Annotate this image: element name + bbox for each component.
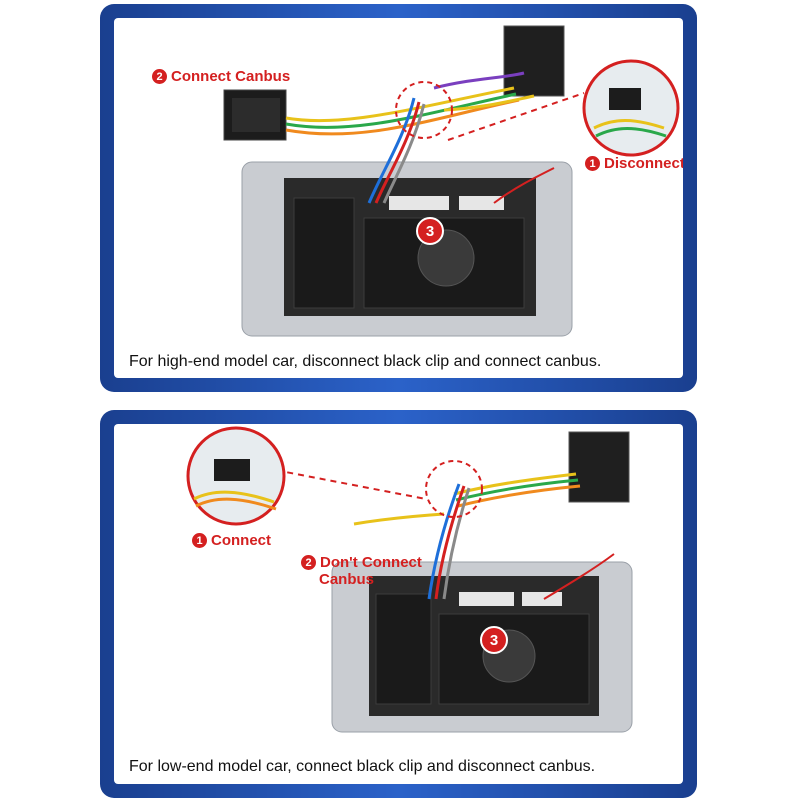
step-3-badge: 3 (480, 626, 508, 654)
wire-harness (285, 71, 555, 204)
label-text: Disconnect (604, 155, 683, 172)
wire-harness (353, 472, 615, 600)
iso-plug (568, 431, 630, 503)
step-3-badge: 3 (416, 217, 444, 245)
step-number-badge: 2 (152, 69, 167, 84)
step-number-badge: 1 (585, 156, 600, 171)
connector-white-1 (389, 196, 449, 210)
caption-high-end: For high-end model car, disconnect black… (129, 353, 602, 370)
label-dont-connect-canbus: 2 Don't Connect Canbus (301, 554, 422, 588)
label-connect: 1 Connect (192, 532, 271, 549)
highlight-circle (425, 460, 483, 518)
top-panel-content: 2 Connect Canbus 1 Disconnect 3 For high… (114, 18, 683, 378)
step-number-badge: 1 (192, 533, 207, 548)
label-text-line-2: Canbus (319, 571, 375, 588)
connector-white-1 (459, 592, 514, 606)
connector-white-2 (459, 196, 504, 210)
label-text: Don't Connect (320, 554, 422, 571)
bottom-wiring-photo (186, 426, 633, 733)
caption-low-end: For low-end model car, connect black cli… (129, 758, 596, 775)
top-wiring-photo (223, 25, 680, 337)
connector-white-2 (522, 592, 562, 606)
label-connect-canbus: 2 Connect Canbus (152, 68, 290, 85)
top-instruction-panel: 2 Connect Canbus 1 Disconnect 3 For high… (100, 4, 697, 392)
label-disconnect: 1 Disconnect (585, 155, 683, 172)
highlight-circle (395, 81, 453, 139)
label-text: Connect (211, 532, 271, 549)
iso-plug (503, 25, 565, 97)
bottom-panel-content: 1 Connect 2 Don't Connect Canbus 3 For l… (114, 424, 683, 784)
label-text: Connect Canbus (171, 68, 291, 85)
bottom-instruction-panel: 1 Connect 2 Don't Connect Canbus 3 For l… (100, 410, 697, 798)
step-number-badge: 2 (301, 555, 316, 570)
